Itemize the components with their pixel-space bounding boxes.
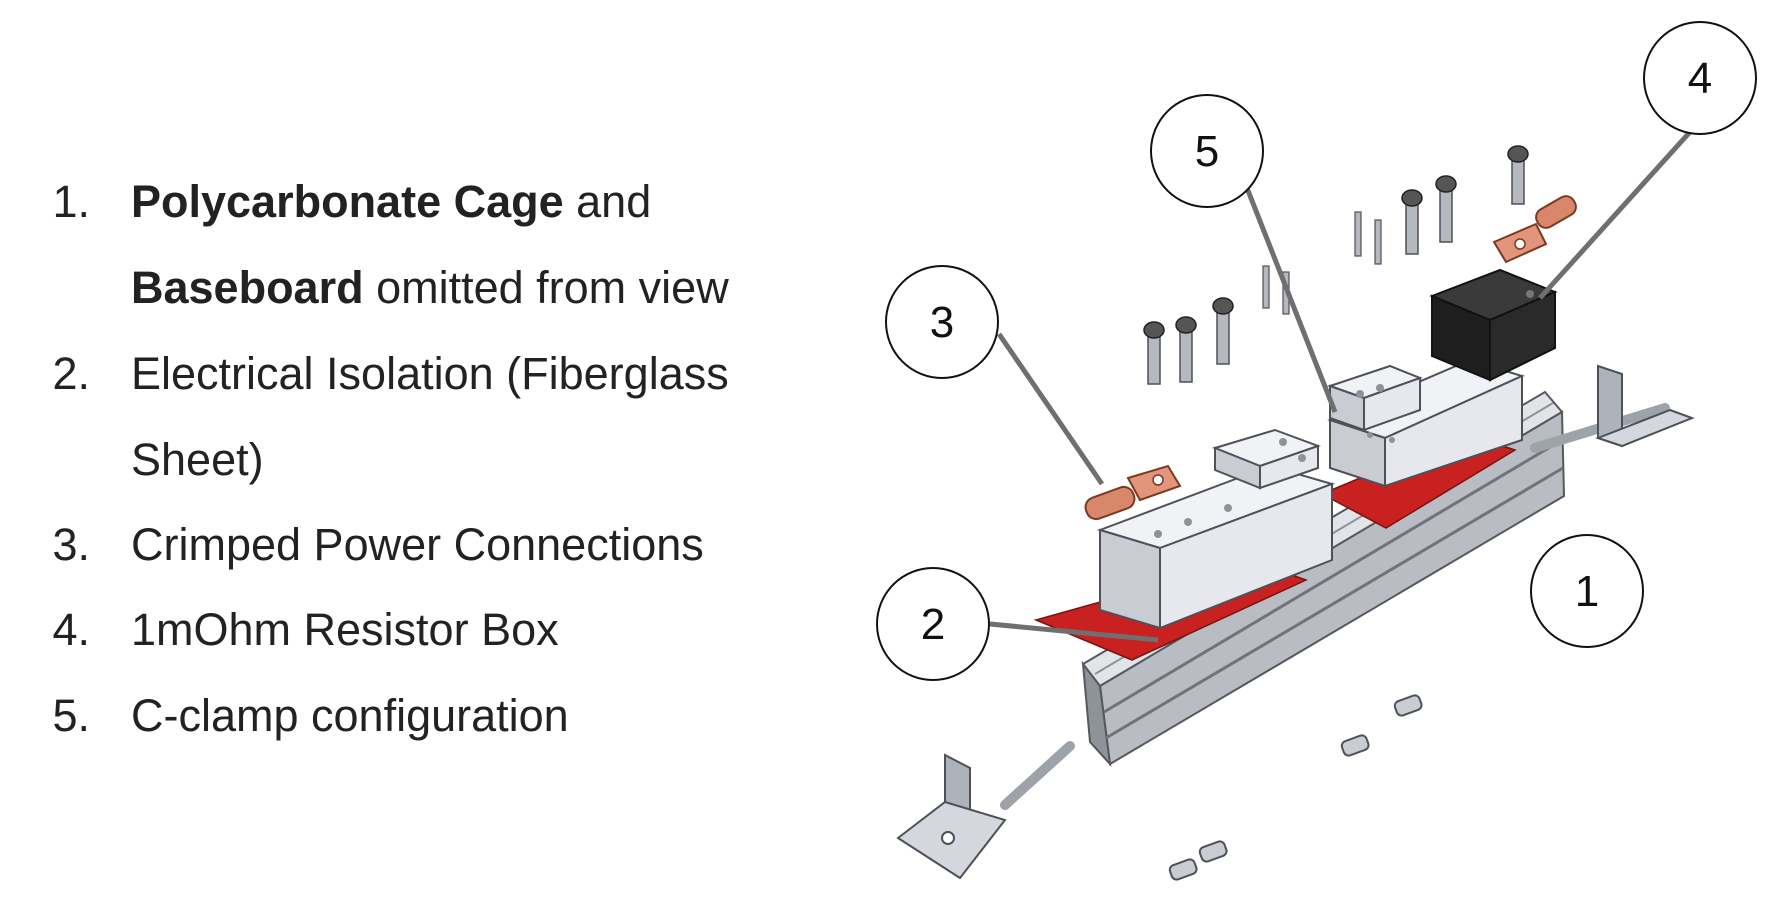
bracket-left bbox=[896, 753, 1007, 880]
exploded-assembly-diagram: 1 2 3 4 5 bbox=[860, 0, 1778, 914]
legend-number: 2. bbox=[52, 348, 90, 399]
legend-text: Baseboard omitted from view bbox=[131, 262, 729, 314]
legend-text: 1mOhm Resistor Box bbox=[131, 604, 559, 655]
legend-text: Crimped Power Connections bbox=[131, 519, 704, 570]
callout-3: 3 bbox=[885, 265, 999, 379]
legend-list: 1. Polycarbonate Cage and Baseboard omit… bbox=[0, 0, 860, 914]
legend-text: Sheet) bbox=[131, 434, 264, 485]
legend-plain-text: and bbox=[563, 176, 652, 227]
legend-text: C-clamp configuration bbox=[131, 690, 569, 741]
assembly-illustration: 1 2 3 4 5 bbox=[876, 21, 1757, 881]
callout-1: 1 bbox=[1530, 534, 1644, 648]
legend-number: 3. bbox=[52, 519, 90, 570]
callout-5: 5 bbox=[1150, 94, 1264, 208]
t-nuts bbox=[1168, 694, 1423, 881]
bolts-left-group bbox=[1143, 265, 1290, 385]
callout-4: 4 bbox=[1643, 21, 1757, 135]
copper-lug-right bbox=[1492, 195, 1577, 264]
legend-bold-text: Polycarbonate Cage bbox=[131, 176, 564, 227]
resistor-box bbox=[1429, 268, 1558, 382]
clamp-block-left bbox=[1096, 428, 1336, 630]
legend-bold-text: Baseboard bbox=[131, 262, 364, 313]
legend-text: Electrical Isolation (Fiberglass bbox=[131, 348, 729, 399]
callout-2: 2 bbox=[876, 567, 990, 681]
callout-number: 1 bbox=[1575, 567, 1599, 616]
copper-lug-left bbox=[1084, 464, 1182, 521]
legend-number: 1. bbox=[52, 176, 90, 227]
callout-number: 5 bbox=[1195, 127, 1219, 176]
legend-number: 5. bbox=[52, 690, 90, 741]
bolts-right-group bbox=[1354, 145, 1529, 265]
leader-lines bbox=[989, 110, 1710, 643]
callout-number: 3 bbox=[930, 298, 954, 347]
callout-number: 4 bbox=[1688, 54, 1712, 103]
clamp-block-right bbox=[1326, 358, 1525, 488]
legend-plain-text: omitted from view bbox=[363, 262, 729, 313]
callout-number: 2 bbox=[921, 600, 945, 649]
shaft-left bbox=[1000, 741, 1075, 810]
legend-number: 4. bbox=[52, 604, 90, 655]
legend-text: Polycarbonate Cage and bbox=[131, 176, 651, 228]
bracket-right bbox=[1595, 364, 1695, 448]
